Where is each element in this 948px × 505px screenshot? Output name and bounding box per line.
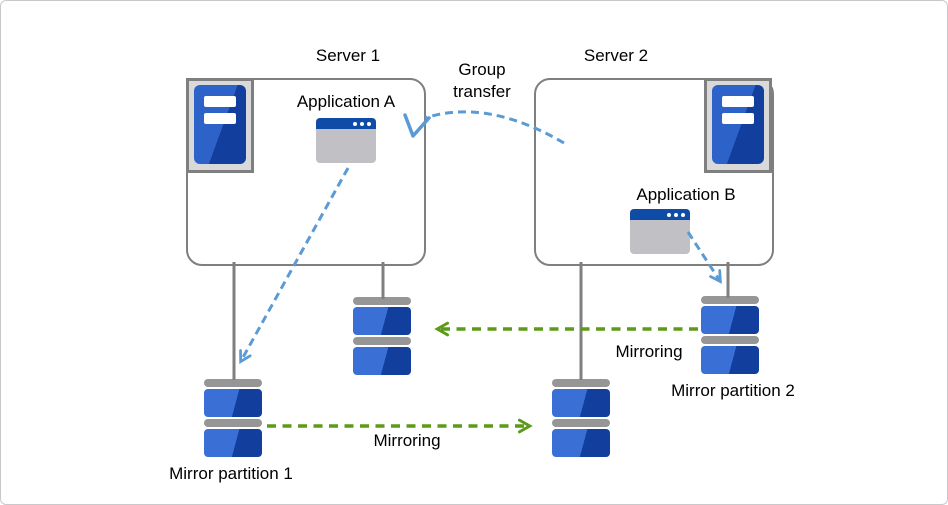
application-a-window-icon bbox=[316, 118, 376, 163]
disk-stack-server2-icon bbox=[552, 379, 610, 457]
server-tower-glyph bbox=[712, 85, 764, 164]
application-b-label: Application B bbox=[636, 185, 736, 204]
mirror-partition2-label: Mirror partition 2 bbox=[671, 381, 795, 400]
disk-stack-mirror-partition2-icon bbox=[701, 296, 759, 374]
app-window-titlebar bbox=[316, 118, 376, 129]
server2-tower-icon bbox=[704, 78, 772, 173]
tower-slot-bar bbox=[722, 96, 754, 107]
server-tower-glyph bbox=[194, 85, 246, 164]
group-transfer-label: Group transfer bbox=[453, 60, 511, 101]
mirroring-bottom-label: Mirroring bbox=[373, 431, 441, 450]
disk-stack-server1-icon bbox=[353, 297, 411, 375]
tower-slot-bar bbox=[204, 113, 236, 124]
app-window-titlebar bbox=[630, 209, 690, 220]
server1-tower-icon bbox=[186, 78, 254, 173]
mirroring-top-label: Mirroring bbox=[615, 342, 683, 361]
tower-slot-bar bbox=[204, 96, 236, 107]
application-b-window-icon bbox=[630, 209, 690, 254]
server1-label: Server 1 bbox=[315, 46, 381, 65]
tower-slot-bar bbox=[722, 113, 754, 124]
server2-label: Server 2 bbox=[583, 46, 649, 65]
disk-stack-mirror-partition1-icon bbox=[204, 379, 262, 457]
application-a-label: Application A bbox=[296, 92, 396, 111]
mirror-partition1-label: Mirror partition 1 bbox=[169, 464, 293, 483]
app-window-dots-icon bbox=[667, 213, 685, 217]
app-window-dots-icon bbox=[353, 122, 371, 126]
